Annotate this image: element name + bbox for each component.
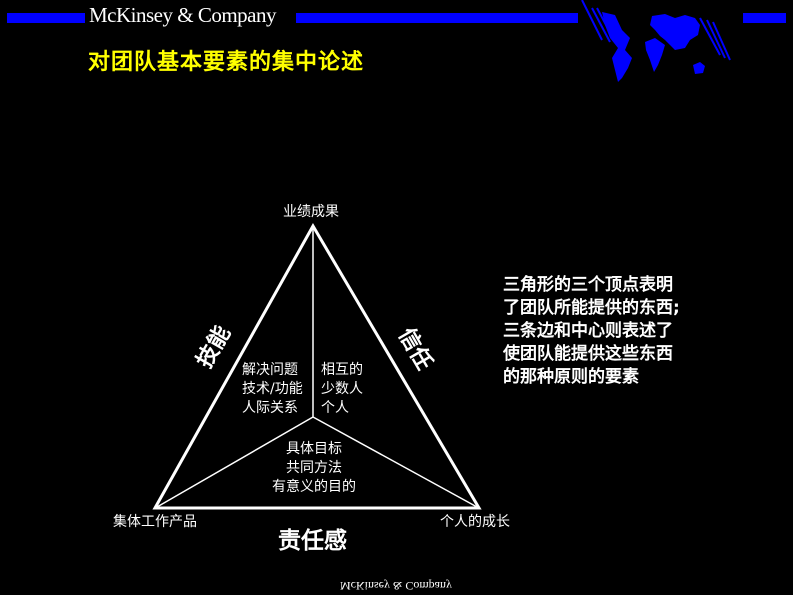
region-left-line: 技术/功能 [242, 381, 303, 397]
explanation-note: 三角形的三个顶点表明 了团队所能提供的东西; 三条边和中心则表述了 使团队能提供… [503, 274, 680, 389]
region-right-line: 相互的 [321, 362, 363, 378]
region-bottom-line: 具体目标 [286, 441, 342, 457]
region-left-line: 解决问题 [242, 362, 298, 378]
vertex-bottom-left-label: 集体工作产品 [113, 514, 197, 530]
header-bar-middle [296, 13, 578, 23]
note-line: 三条边和中心则表述了 [503, 321, 673, 341]
region-left-line: 人际关系 [242, 400, 298, 416]
region-right-text: 相互的 少数人 个人 [321, 361, 363, 418]
note-line: 三角形的三个顶点表明 [503, 275, 673, 295]
region-bottom-line: 共同方法 [286, 460, 342, 476]
note-line: 了团队所能提供的东西; [503, 298, 680, 318]
note-line: 使团队能提供这些东西 [503, 344, 673, 364]
world-map-icon [581, 0, 731, 82]
note-line: 的那种原则的要素 [503, 367, 639, 387]
region-right-line: 少数人 [321, 381, 363, 397]
vertex-top-label: 业绩成果 [283, 204, 339, 220]
center-line-right [312, 416, 478, 508]
region-right-line: 个人 [321, 400, 349, 416]
header-bar-left [7, 13, 85, 23]
vertex-bottom-right-label: 个人的成长 [440, 514, 510, 530]
footer-brand-mirrored: McKinsey & Company [340, 579, 452, 593]
brand-logo: McKinsey & Company [89, 3, 276, 27]
header-bar-right [743, 13, 786, 23]
region-left-text: 解决问题 技术/功能 人际关系 [242, 361, 303, 418]
center-line-left [156, 416, 314, 508]
region-bottom-line: 有意义的目的 [272, 479, 356, 495]
region-bottom-text: 具体目标 共同方法 有意义的目的 [254, 440, 374, 497]
side-label-bottom: 责任感 [278, 528, 347, 554]
triangle-outline [152, 222, 482, 510]
page-title: 对团队基本要素的集中论述 [88, 50, 365, 75]
